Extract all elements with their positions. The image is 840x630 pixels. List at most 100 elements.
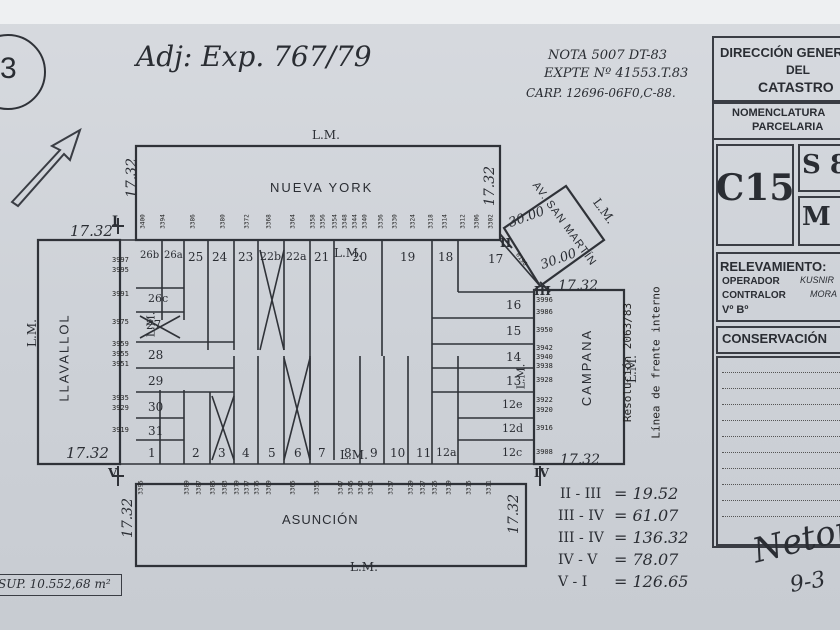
house-number: 3347 <box>337 480 345 495</box>
house-number: 3997 <box>112 256 129 264</box>
block-plan <box>36 144 626 568</box>
house-number: 3908 <box>536 448 553 456</box>
seccion-box <box>798 144 840 192</box>
direccion-box <box>712 36 840 102</box>
house-number: 3387 <box>195 480 203 495</box>
block-outline-west <box>36 238 122 466</box>
street-north: NUEVA YORK <box>270 180 374 195</box>
house-number: 3955 <box>112 350 129 358</box>
chamfer-n-right: 17.32 <box>482 165 499 207</box>
parcel-label: 12c <box>502 446 523 459</box>
house-number: 3379 <box>233 480 241 495</box>
house-number: 3345 <box>347 480 355 495</box>
parcel-label: 27 <box>146 318 162 332</box>
lm-label-south-inner: L.M. <box>340 448 368 462</box>
house-number: 3358 <box>309 214 317 229</box>
point-i: I <box>112 214 119 229</box>
distance-value-5: = 126.65 <box>614 572 689 591</box>
chamfer-ne: 17.32 <box>558 278 599 294</box>
house-number: 3325 <box>431 480 439 495</box>
house-number: 3385 <box>209 480 217 495</box>
parcel-label: 2 <box>192 446 200 460</box>
contralor-value: MORA <box>810 289 837 299</box>
parcel-label: 25 <box>188 250 204 264</box>
distance-label-1: II - III <box>560 486 602 502</box>
parcel-label: 19 <box>400 250 416 264</box>
distance-value-1: = 19.52 <box>614 484 679 503</box>
parcel-label: 26b <box>140 250 160 261</box>
parcel-label: 5 <box>268 446 276 460</box>
house-number: 3311 <box>485 480 493 495</box>
point-ii: II <box>500 236 512 250</box>
house-number: 3315 <box>465 480 473 495</box>
house-number: 3336 <box>377 214 385 229</box>
distance-value-2: = 61.07 <box>614 506 679 525</box>
nomenclatura-box <box>712 102 840 140</box>
chamfer-nw: 17.32 <box>70 222 113 240</box>
lm-label-north: L.M. <box>312 128 340 142</box>
parcel-label: 16 <box>506 298 522 312</box>
parcel-label: 14 <box>506 350 522 364</box>
house-number: 3324 <box>409 214 417 229</box>
lm-label-north-inner: L.M. <box>334 246 362 260</box>
parcel-label: 6 <box>294 446 302 460</box>
house-number: 3940 <box>536 353 553 361</box>
signature-date: 9-3 <box>788 567 828 598</box>
house-number: 3951 <box>112 360 129 368</box>
relevamiento-label: RELEVAMIENTO: <box>720 259 827 274</box>
distance-label-4: IV - V <box>558 552 598 568</box>
top-margin-strip <box>0 0 840 24</box>
house-number: 3928 <box>536 376 553 384</box>
distance-value-3: = 136.32 <box>614 528 689 547</box>
operador-label: OPERADOR <box>722 276 780 287</box>
chamfer-sw: 17.32 <box>66 444 109 462</box>
house-number: 3395 <box>137 480 145 495</box>
parcel-label: 30 <box>148 400 164 414</box>
distance-label-5: V - I <box>558 574 588 590</box>
parcel-label: 17 <box>488 252 504 266</box>
relevamiento-box <box>716 252 840 322</box>
resolution-note-1: Resolución 2063/83 <box>621 302 635 423</box>
house-number: 3383 <box>221 480 229 495</box>
diagonal-avenue-outline <box>502 184 606 288</box>
manzana-value: M 2 <box>802 202 840 232</box>
house-number: 3318 <box>427 214 435 229</box>
house-number: 3344 <box>351 214 359 229</box>
house-number: 3975 <box>112 318 129 326</box>
house-number: 3922 <box>536 396 553 404</box>
house-number: 3950 <box>536 326 553 334</box>
parcel-label: 23 <box>238 250 254 264</box>
conservacion-table <box>716 356 840 546</box>
parcel-label: 12e <box>502 398 523 411</box>
house-number: 3959 <box>112 340 129 348</box>
house-number: 3330 <box>391 214 399 229</box>
house-number: 3919 <box>112 426 129 434</box>
house-number: 3354 <box>331 214 339 229</box>
house-number: 3302 <box>487 214 495 229</box>
house-number: 3929 <box>112 404 129 412</box>
contralor-label: CONTRALOR <box>722 290 786 301</box>
parcel-label: 18 <box>438 250 454 264</box>
street-east: CAMPANA <box>579 328 595 407</box>
house-number: 3942 <box>536 344 553 352</box>
house-number: 3375 <box>253 480 261 495</box>
parcel-label: 8 <box>344 446 352 460</box>
street-west: LLAVALLOL <box>56 313 72 402</box>
house-number: 3343 <box>357 480 365 495</box>
surface-box <box>0 574 122 596</box>
parcel-label: 7 <box>318 446 326 460</box>
parcel-label: 12a <box>436 446 457 459</box>
house-number: 3341 <box>367 480 375 495</box>
house-number: 3356 <box>319 214 327 229</box>
point-v: V <box>108 466 118 480</box>
conservacion-label: CONSERVACIÓN <box>722 331 827 346</box>
house-number: 3319 <box>445 480 453 495</box>
chamfer-s-left: 17.32 <box>120 497 137 539</box>
street-south: ASUNCIÓN <box>282 512 359 527</box>
parcel-label: 3 <box>218 446 226 460</box>
north-arrow-icon <box>10 127 82 208</box>
house-number: 3938 <box>536 362 553 370</box>
parcel-label: 4 <box>242 446 250 460</box>
house-number: 3368 <box>265 214 273 229</box>
